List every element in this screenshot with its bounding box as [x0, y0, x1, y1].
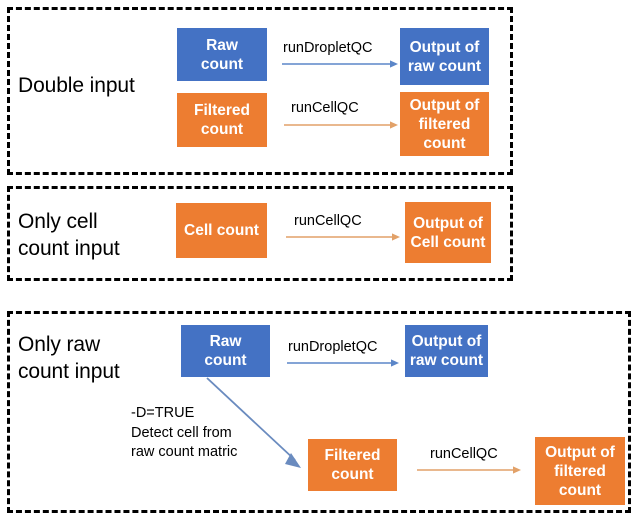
panel-only-cell-count-input: [7, 186, 513, 281]
node-output-cell-count: Output of Cell count: [405, 202, 491, 263]
note-detect-cell-from-raw-count: -D=TRUE Detect cell from raw count matri…: [131, 405, 238, 460]
panel-only-cell-count-input-label: Only cell count input: [18, 210, 120, 260]
edge-label-run-droplet-qc-rawonly: runDropletQC: [288, 339, 378, 355]
node-output-filtered-count-double: Output of filtered count: [400, 92, 489, 156]
edge-label-run-cell-qc-rawonly: runCellQC: [430, 446, 498, 462]
panel-double-input: [7, 7, 513, 175]
node-raw-count-rawonly: Raw count: [181, 325, 270, 377]
node-filtered-count-rawonly: Filtered count: [308, 439, 397, 491]
node-output-filtered-count-rawonly: Output of filtered count: [535, 437, 625, 505]
node-raw-count-double: Raw count: [177, 28, 267, 81]
edge-label-run-cell-qc-cell: runCellQC: [294, 213, 362, 229]
node-filtered-count-double: Filtered count: [177, 93, 267, 147]
node-output-raw-count-rawonly: Output of raw count: [405, 325, 488, 377]
edge-label-run-droplet-qc-double: runDropletQC: [283, 40, 373, 56]
node-cell-count: Cell count: [176, 203, 267, 258]
panel-only-raw-count-input-label: Only raw count input: [18, 333, 120, 383]
panel-double-input-label: Double input: [18, 74, 135, 97]
node-output-raw-count-double: Output of raw count: [400, 28, 489, 85]
edge-label-run-cell-qc-double: runCellQC: [291, 100, 359, 116]
panel-only-raw-count-input: [7, 311, 631, 513]
